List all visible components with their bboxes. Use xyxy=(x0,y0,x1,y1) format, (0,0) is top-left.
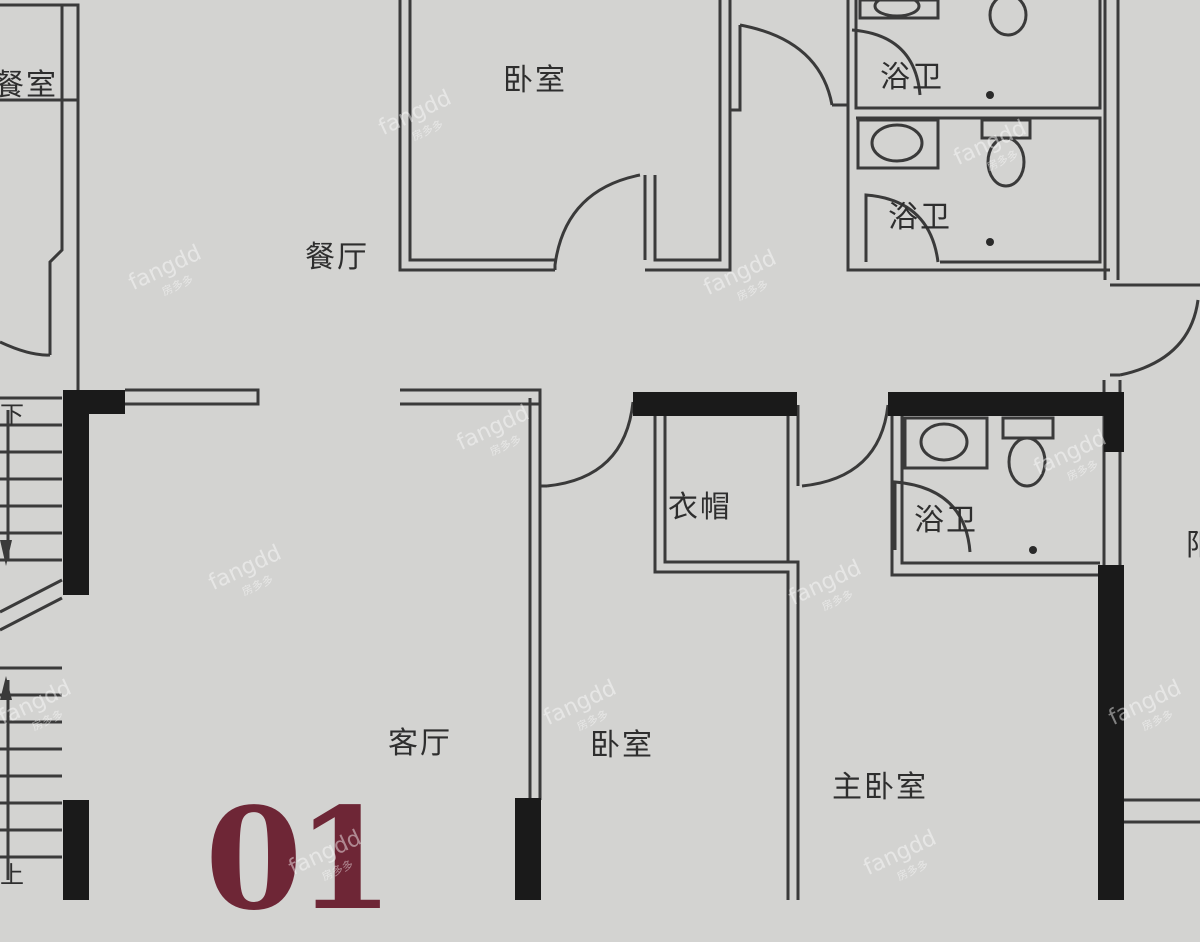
right-window xyxy=(1103,0,1120,280)
right-door-swing xyxy=(1119,299,1200,377)
wall-thick-d xyxy=(515,798,541,900)
master-bath-toilet-tank xyxy=(1001,416,1055,440)
wall-thick-f xyxy=(888,392,1120,416)
room-label-cloakroom: 衣帽 xyxy=(668,490,732,525)
top-bedroom-wall-right-2 xyxy=(645,0,732,272)
bath2-sink-cabinet xyxy=(856,118,940,170)
master-door xyxy=(801,404,890,488)
bath2-sink xyxy=(870,123,924,163)
bath1-wall xyxy=(846,0,1110,272)
bath1-inner xyxy=(854,0,1102,110)
room-label-left-edge: 餐室 xyxy=(0,68,58,103)
bath2-toilet xyxy=(986,136,1026,188)
top-bedroom-door xyxy=(553,173,641,270)
left-room-door-swing xyxy=(0,340,51,357)
master-bath-drain xyxy=(1029,546,1037,554)
master-bath-wall xyxy=(890,405,1100,577)
top-bedroom-wall-right-3 xyxy=(653,0,722,262)
master-bath-sink-cabinet xyxy=(903,416,989,470)
living-top-left-wall xyxy=(125,388,260,406)
stair-arrow-down xyxy=(0,540,12,566)
wall-thick-c xyxy=(63,800,89,900)
room-label-bath-1: 浴卫 xyxy=(880,60,944,95)
bath1-sink-cabinet xyxy=(858,0,940,20)
left-room-wall-inner xyxy=(48,5,64,355)
wall-thick-g xyxy=(1098,565,1124,900)
stair-arrow-up xyxy=(0,676,12,700)
room-label-master-bedroom: 主卧室 xyxy=(832,770,928,805)
staircase xyxy=(0,396,63,880)
bath1-toilet xyxy=(988,0,1028,37)
master-bath-sink xyxy=(919,422,969,462)
wall-thick-e xyxy=(633,392,797,416)
room-label-bath-3: 浴卫 xyxy=(914,503,978,538)
bedroom-mid-door xyxy=(546,401,635,488)
stair-label-up: 上 xyxy=(0,861,26,889)
master-bath-door xyxy=(893,480,972,553)
master-bath-inner xyxy=(900,415,1100,565)
bath2-door xyxy=(864,193,940,263)
living-top-mid-wall xyxy=(400,388,542,406)
top-bedroom-wall xyxy=(398,0,555,272)
cloakroom-wall-inner xyxy=(663,415,800,900)
bath1-drain xyxy=(986,91,994,99)
bath2-inner xyxy=(856,116,1102,264)
room-label-bath-2: 浴卫 xyxy=(888,200,952,235)
hall-door-frame xyxy=(730,25,742,112)
bath1-door xyxy=(851,28,922,96)
bath1-sink xyxy=(873,0,921,18)
room-label-bedroom-top: 卧室 xyxy=(503,63,567,98)
hall-door-swing xyxy=(739,23,834,106)
stair-label-down: 下 xyxy=(0,401,26,429)
bath2-drain xyxy=(986,238,994,246)
top-bedroom-wall-inner xyxy=(408,0,555,262)
living-right-wall xyxy=(528,398,542,800)
cloakroom-right xyxy=(786,405,800,562)
room-label-bedroom-mid: 卧室 xyxy=(590,728,654,763)
wall-thick-h xyxy=(1104,392,1124,452)
cloakroom-wall xyxy=(653,415,790,900)
left-room-wall xyxy=(0,3,80,395)
master-bath-toilet xyxy=(1007,436,1047,488)
wall-thick-b xyxy=(63,390,89,595)
room-label-right-edge: 阳 xyxy=(1186,520,1200,564)
floor-plan xyxy=(0,0,1200,900)
room-label-living: 客厅 xyxy=(388,726,452,761)
room-label-dining: 餐厅 xyxy=(305,240,369,275)
